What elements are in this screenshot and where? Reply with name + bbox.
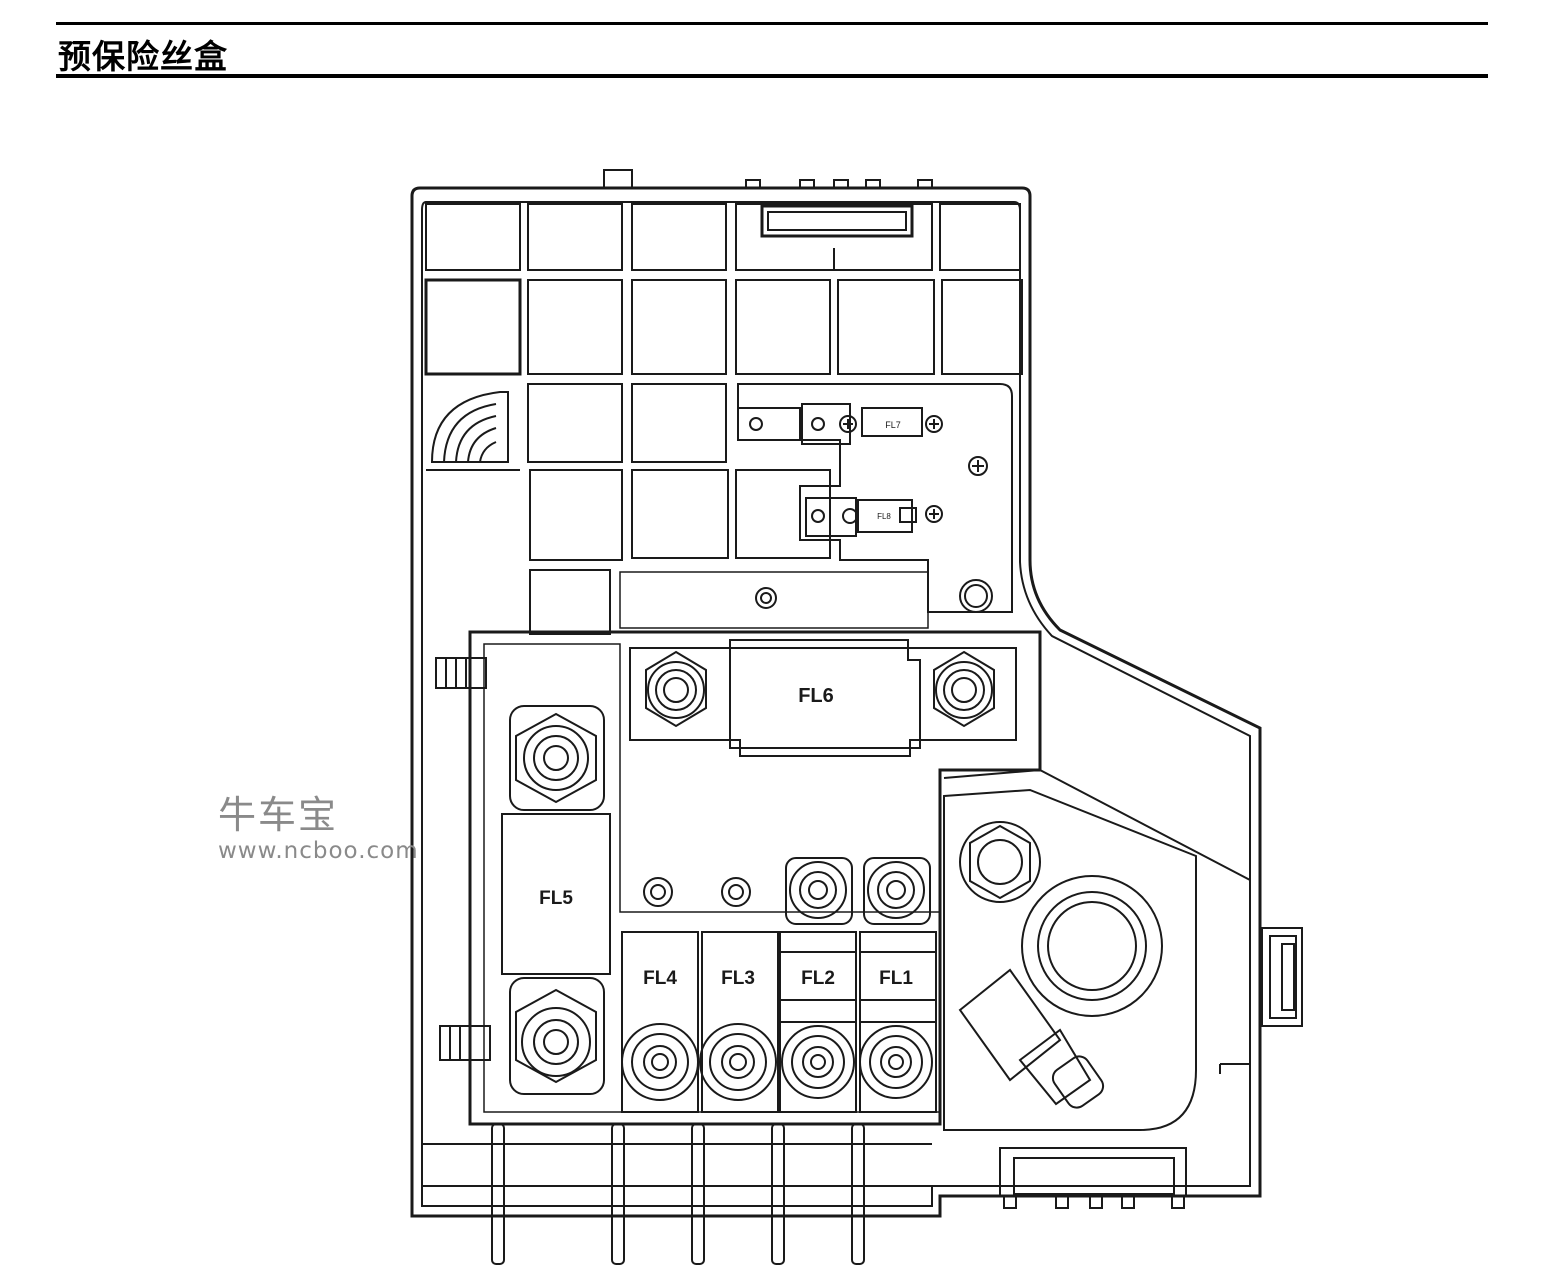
fuse-column: FL4 FL3 FL2 FL1 [621,931,937,1113]
header-rule-top [56,22,1488,25]
page-title: 预保险丝盒 [58,37,228,76]
fuse-fl5-assembly: FL5 [501,705,611,1095]
fuse-label-fl6: FL6 [798,685,834,707]
bottom-pins [422,1123,932,1265]
fuse-label-fl3: FL3 [721,968,755,989]
fuse-label-fl8: FL8 [877,512,891,521]
fuse-label-fl4: FL4 [643,968,677,989]
battery-terminal [943,768,1251,1131]
fuse-label-fl2: FL2 [801,968,835,989]
watermark-brand: 牛车宝 [218,793,339,837]
busbar-carrier [468,630,1042,1126]
page-header: 预保险丝盒 [56,18,1488,80]
fuse-label-fl7: FL7 [885,420,901,430]
fuse-label-fl5: FL5 [539,888,573,909]
fuse-fl6-assembly: FL6 [629,639,1017,757]
relay-grid [424,203,1023,635]
mini-fuse-carrier [619,383,1013,629]
watermark-url: www.ncboo.com [218,838,419,864]
header-rule-bottom [56,74,1488,78]
stud-row [643,857,931,925]
fuse-label-fl1: FL1 [879,968,913,989]
